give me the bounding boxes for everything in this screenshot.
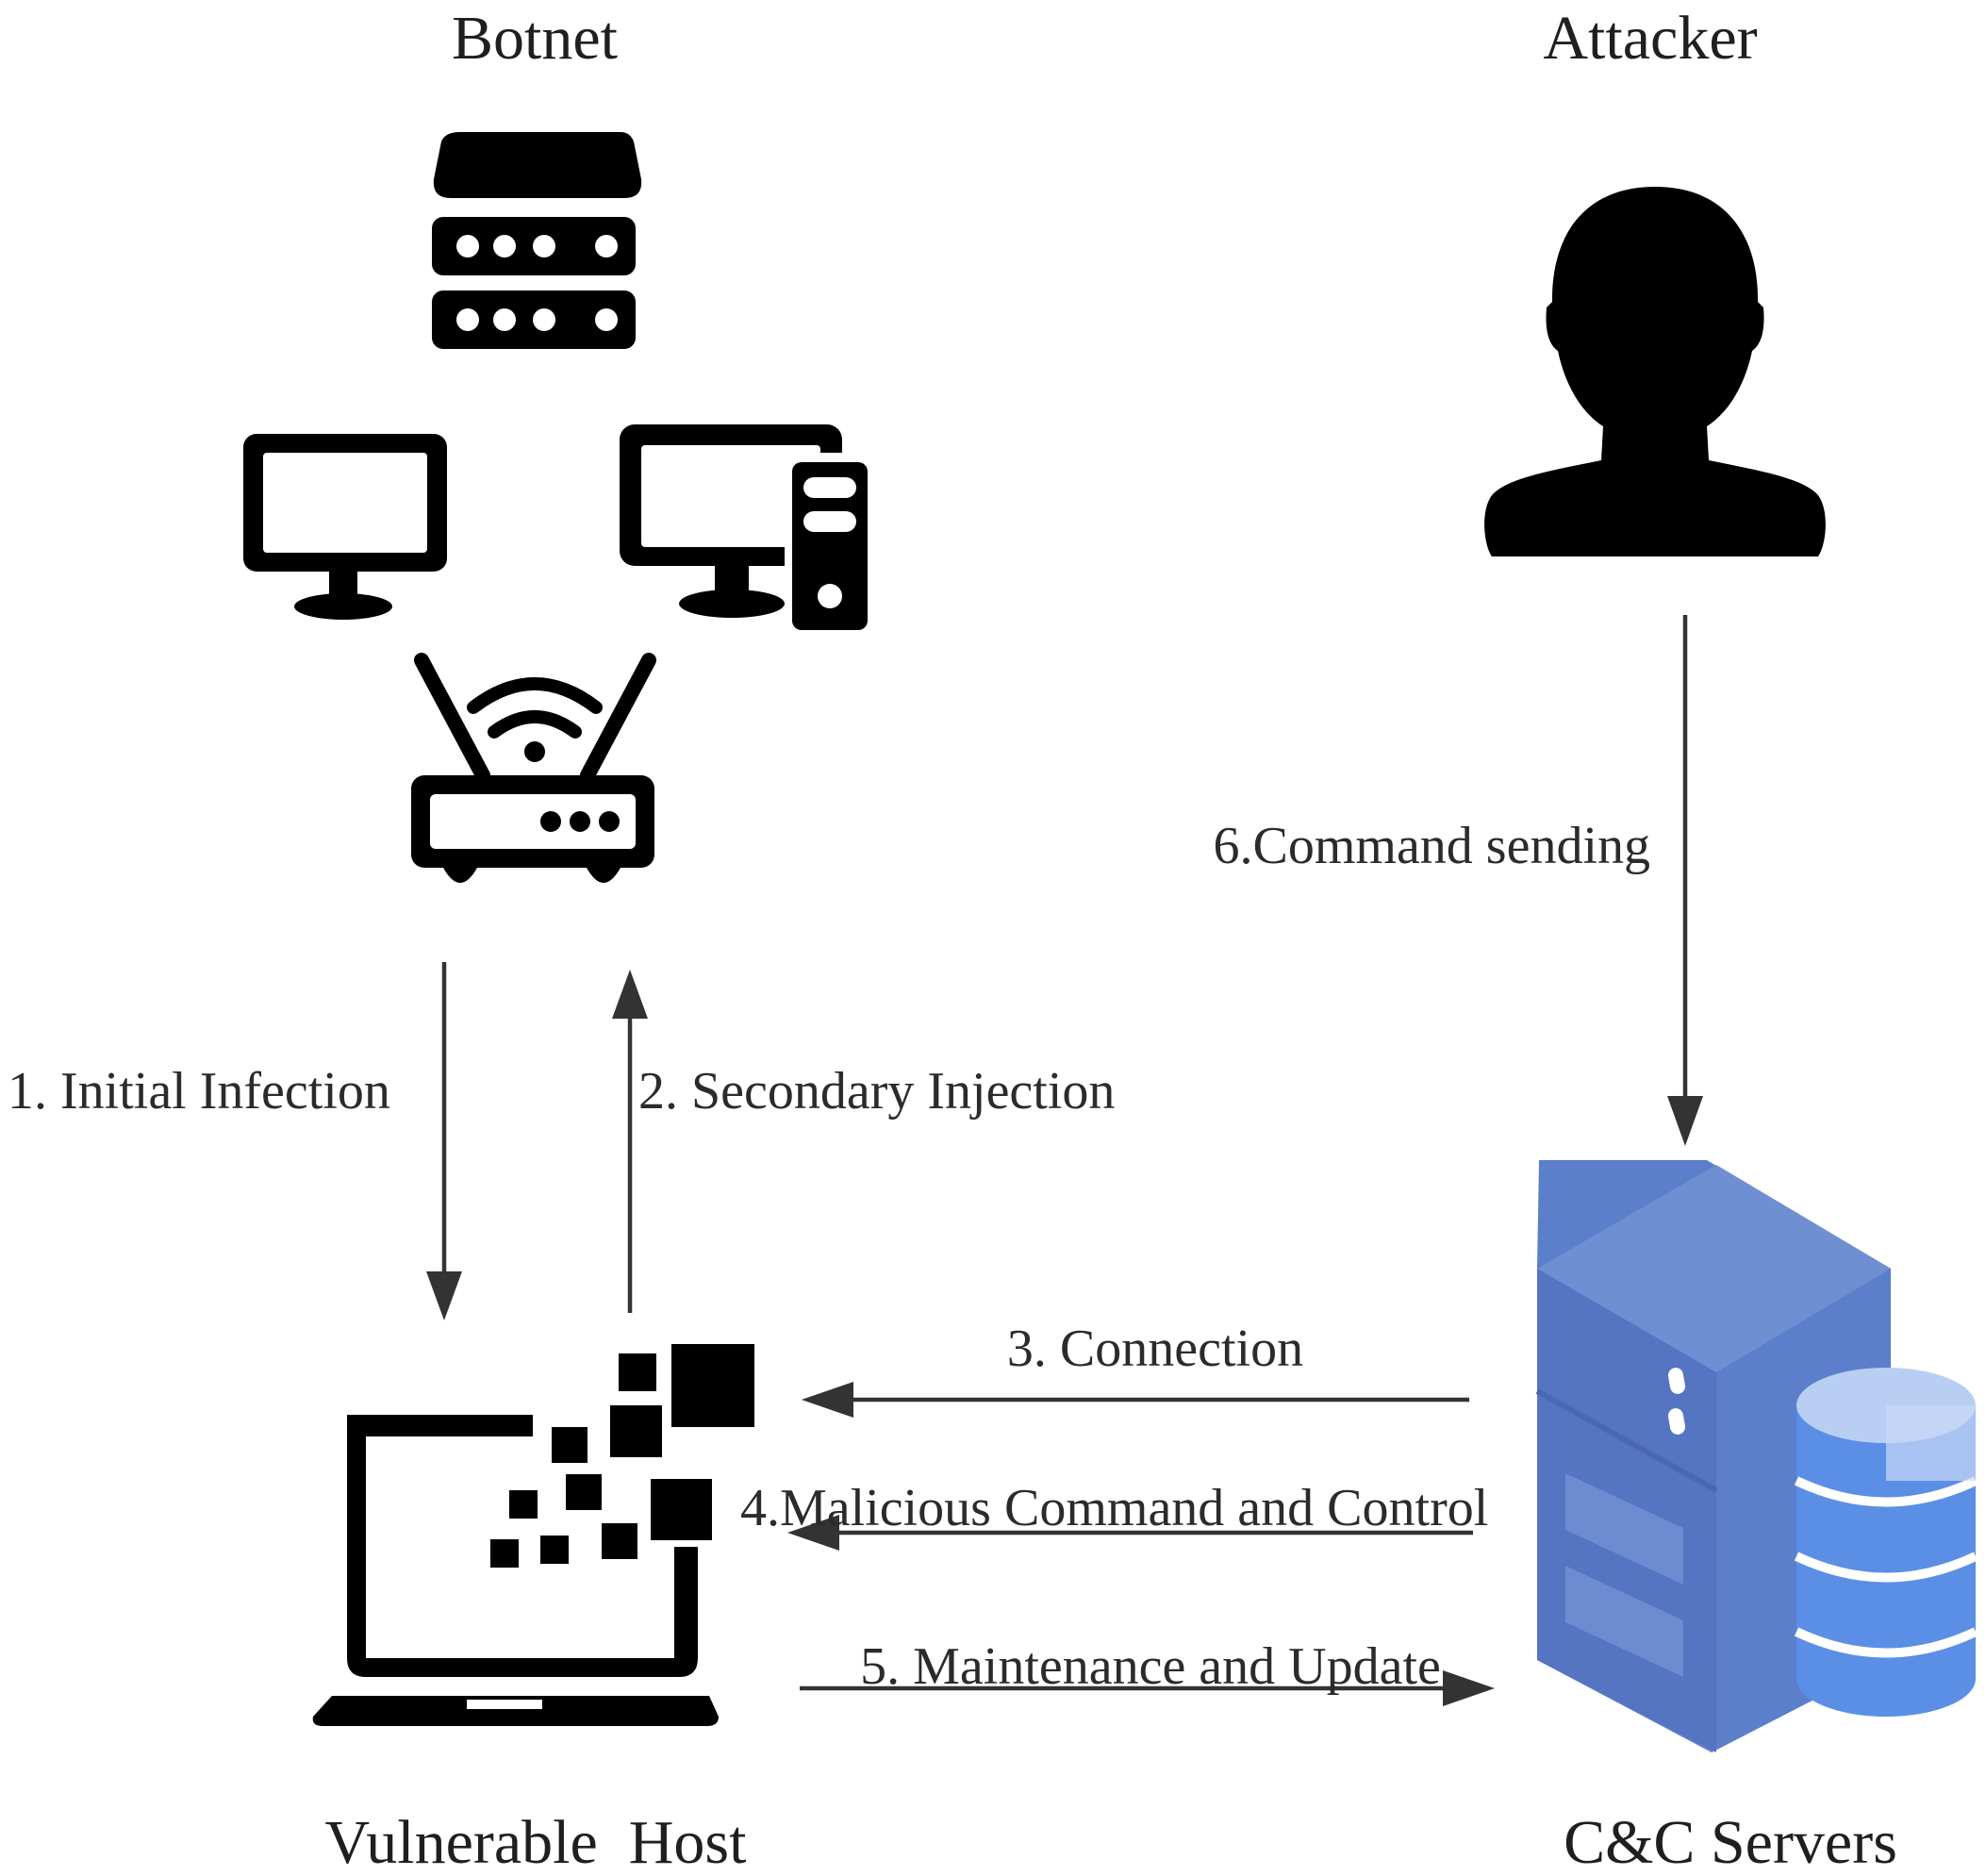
- arrow-connection: [802, 1382, 1469, 1418]
- step-initial-infection-label: 1. Initial Infection: [8, 1062, 390, 1121]
- cc-servers-title: C&C Servers: [1564, 1808, 1897, 1876]
- attacker-title: Attacker: [1543, 4, 1757, 73]
- arrow-initial-infection: [426, 962, 462, 1320]
- attacker-silhouette-icon: [1484, 187, 1826, 556]
- arrow-secondary-injection: [612, 970, 648, 1313]
- step-maintenance-update-label: 5. Maintenance and Update: [860, 1637, 1441, 1696]
- arrow-command-sending: [1667, 615, 1703, 1146]
- desktop-tower-icon: [620, 424, 868, 632]
- arrow-maintenance-update: [800, 1670, 1495, 1706]
- step-malicious-cc-label: 4.Malicious Command and Control: [740, 1479, 1488, 1537]
- botnet-title: Botnet: [452, 4, 618, 73]
- monitor-icon: [243, 434, 447, 620]
- wifi-router-icon: [411, 653, 656, 883]
- infected-laptop-icon: [312, 1344, 754, 1726]
- step-secondary-injection-label: 2. Secondary Injection: [638, 1062, 1115, 1121]
- server-rack-icon: [432, 132, 642, 349]
- step-connection-label: 3. Connection: [1007, 1320, 1303, 1378]
- arrow-malicious-cc: [787, 1515, 1473, 1551]
- vulnerable-host-title: Vulnerable Host: [325, 1808, 747, 1876]
- step-command-sending-label: 6.Command sending: [1213, 817, 1650, 875]
- cc-server-database-icon: [1535, 1160, 1978, 1752]
